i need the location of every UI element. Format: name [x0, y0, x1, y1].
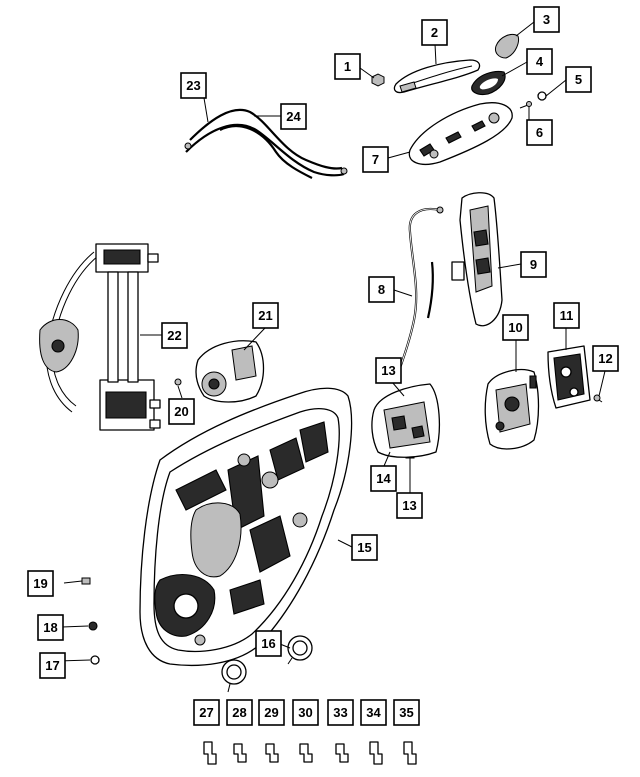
callout-4-label: 4 [536, 54, 544, 69]
part-16b-speaker-ring [221, 659, 247, 693]
callout-35: 35 [393, 699, 420, 726]
callout-14: 14 [370, 465, 397, 492]
callout-8: 8 [368, 276, 395, 303]
part-8-inside-cable [398, 206, 444, 369]
callout-12: 12 [592, 345, 619, 372]
callout-2-label: 2 [431, 25, 438, 40]
callout-13-lower-label: 13 [402, 498, 416, 513]
part-5-plug [537, 91, 547, 101]
callout-20-label: 20 [174, 404, 188, 419]
part-30-clip [299, 743, 313, 763]
callout-16: 16 [255, 630, 282, 657]
part-22-window-regulator [39, 243, 161, 431]
part-29-clip [265, 743, 279, 763]
callout-11-label: 11 [560, 308, 574, 323]
callout-13-upper-label: 13 [381, 363, 395, 378]
callout-7-label: 7 [372, 152, 379, 167]
callout-29: 29 [258, 699, 285, 726]
part-35-clip [403, 741, 417, 765]
callout-15-label: 15 [357, 540, 371, 555]
callout-2: 2 [421, 19, 448, 46]
part-2-exterior-handle [393, 59, 481, 94]
callout-13-lower: 13 [396, 492, 423, 519]
callout-1: 1 [334, 53, 361, 80]
part-6-screw [519, 101, 532, 109]
callout-22: 22 [161, 322, 188, 349]
callout-35-label: 35 [399, 705, 413, 720]
callout-5-label: 5 [575, 72, 582, 87]
callout-34-label: 34 [366, 705, 381, 720]
part-15-door-module [139, 387, 353, 667]
callout-30-label: 30 [298, 705, 312, 720]
callout-29-label: 29 [264, 705, 278, 720]
callout-9-label: 9 [530, 257, 537, 272]
callout-28: 28 [226, 699, 253, 726]
callout-5: 5 [565, 66, 592, 93]
callout-30: 30 [292, 699, 319, 726]
callout-20: 20 [168, 398, 195, 425]
part-12-screw [593, 394, 603, 403]
callout-27-label: 27 [199, 705, 213, 720]
callout-21-label: 21 [258, 308, 272, 323]
part-27-clip [203, 741, 217, 765]
part-9-inside-handle [451, 192, 503, 327]
part-7-handle-bracket [408, 102, 513, 165]
callout-18: 18 [37, 614, 64, 641]
callout-19: 19 [27, 570, 54, 597]
part-16-speaker-ring [287, 635, 313, 665]
part-33-clip [335, 743, 349, 763]
callout-4: 4 [526, 48, 553, 75]
callout-14-label: 14 [376, 471, 391, 486]
callout-15: 15 [351, 534, 378, 561]
callout-1-label: 1 [344, 59, 351, 74]
callout-6: 6 [526, 119, 553, 146]
callout-9: 9 [520, 251, 547, 278]
callout-10-label: 10 [508, 320, 522, 335]
callout-24-label: 24 [286, 109, 301, 124]
callout-18-label: 18 [43, 620, 57, 635]
callout-33: 33 [327, 699, 354, 726]
callout-17: 17 [39, 652, 66, 679]
callout-27: 27 [193, 699, 220, 726]
callout-3-label: 3 [543, 12, 550, 27]
part-3-end-cap [495, 33, 519, 59]
callout-10: 10 [502, 314, 529, 341]
callout-23: 23 [180, 72, 207, 99]
callout-19-label: 19 [33, 576, 47, 591]
callout-6-label: 6 [536, 125, 543, 140]
callout-8-label: 8 [378, 282, 385, 297]
part-20-fastener [174, 378, 182, 386]
part-28-clip [233, 743, 247, 763]
callout-21: 21 [252, 302, 279, 329]
callout-13-upper: 13 [375, 357, 402, 384]
callout-23-label: 23 [186, 78, 200, 93]
part-11-latch-bracket [547, 345, 591, 409]
part-21-window-motor [195, 340, 265, 403]
callout-16-label: 16 [261, 636, 275, 651]
callout-7: 7 [362, 146, 389, 173]
part-19-fastener [81, 577, 91, 585]
part-1-nut [371, 73, 385, 87]
callout-3: 3 [533, 6, 560, 33]
callout-22-label: 22 [167, 328, 181, 343]
callout-11: 11 [553, 302, 580, 329]
callout-34: 34 [360, 699, 387, 726]
part-23-24-cables [184, 108, 348, 179]
part-14-handle-housing [371, 383, 440, 458]
part-18-fastener [88, 621, 98, 631]
callout-33-label: 33 [333, 705, 347, 720]
part-4-gasket [471, 70, 506, 96]
callout-17-label: 17 [45, 658, 59, 673]
leader-lines [57, 21, 606, 662]
callout-24: 24 [280, 103, 307, 130]
callout-12-label: 12 [598, 351, 612, 366]
part-10-latch [484, 369, 540, 450]
part-17-fastener [90, 655, 100, 665]
part-34-clip [369, 741, 383, 765]
callout-28-label: 28 [232, 705, 246, 720]
